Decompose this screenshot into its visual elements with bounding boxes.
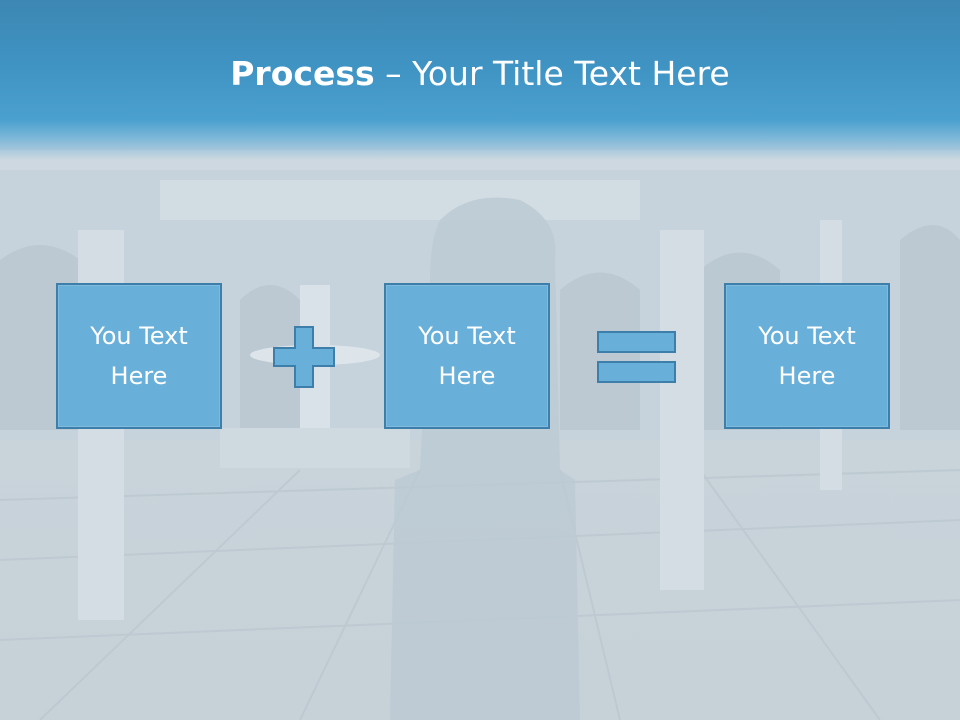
process-box-2[interactable]: You Text Here — [384, 283, 550, 429]
header-band — [0, 0, 960, 160]
process-box-3[interactable]: You Text Here — [724, 283, 890, 429]
process-box-3-label: You Text Here — [758, 322, 856, 390]
plus-icon — [273, 326, 335, 388]
process-box-1-label: You Text Here — [90, 322, 188, 390]
slide-title: Process – Your Title Text Here — [0, 52, 960, 96]
equals-icon — [597, 331, 676, 383]
process-box-2-label: You Text Here — [418, 322, 516, 390]
process-box-1[interactable]: You Text Here — [56, 283, 222, 429]
title-rest: – Your Title Text Here — [374, 54, 730, 93]
title-bold: Process — [230, 54, 375, 93]
